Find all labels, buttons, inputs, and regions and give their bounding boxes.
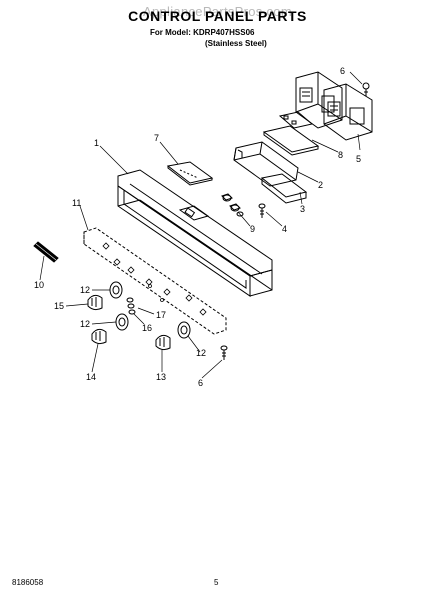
page-title: CONTROL PANEL PARTS [128,8,307,24]
watermark: AppliancePartsPros.com [143,4,292,19]
callout-12: 12 [80,319,90,329]
control-board-assembly [295,71,373,141]
callout-12: 12 [196,348,206,358]
callout-10: 10 [34,280,44,290]
document-code: 8186058 [12,578,44,587]
knob-ring-12c [177,321,191,339]
plate-small [262,111,320,156]
callout-13: 13 [156,372,166,382]
callout-2: 2 [318,180,323,190]
screw-top [362,82,370,96]
callout-7: 7 [154,133,159,143]
model-finish: (Stainless Steel) [205,39,267,48]
callout-14: 14 [86,372,96,382]
page-number: 5 [214,578,219,587]
knob-ring-12b [115,313,129,331]
model-info: For Model: KDRP407HSS06 (Stainless Steel… [150,27,267,49]
panel-cutouts [102,242,207,316]
callout-5: 5 [356,154,361,164]
interface-panel [83,227,227,335]
callout-3: 3 [300,204,305,214]
callout-15: 15 [54,301,64,311]
knob-13 [155,334,171,351]
callout-8: 8 [338,150,343,160]
callout-11: 11 [72,198,81,208]
callout-labels: 6 5 7 8 1 2 3 4 9 11 10 12 15 17 12 16 1… [34,66,361,388]
model-line: For Model: KDRP407HSS06 [150,28,255,37]
control-panel-housing [117,169,273,297]
leader-lines [39,71,363,379]
callout-1: 1 [94,138,99,148]
knob-15 [87,294,103,311]
decal-plate [166,161,214,186]
callout-12: 12 [80,285,90,295]
screw-bracket [258,203,266,218]
callout-9: 9 [250,224,255,234]
callout-17: 17 [156,310,166,320]
knob-14 [91,328,107,345]
callout-6: 6 [198,378,203,388]
trim-strip [33,241,59,263]
knob-ring-12a [109,281,123,299]
callout-16: 16 [142,323,152,333]
spacers-16-17 [126,297,136,315]
nuts [221,193,244,217]
bracket-assembly [233,141,308,204]
callout-6: 6 [340,66,345,76]
callout-4: 4 [282,224,287,234]
screw-bottom [220,345,228,360]
